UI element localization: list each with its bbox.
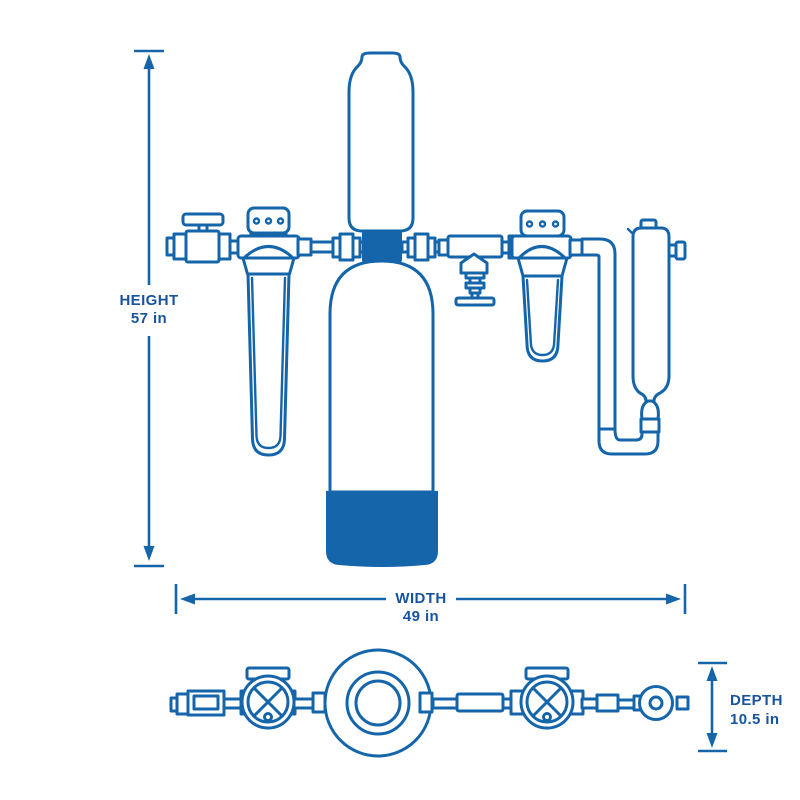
top-view-pipe (292, 697, 316, 710)
filter-collar (516, 256, 569, 278)
inlet-union-fitting (331, 232, 362, 262)
top-view-postfilter (509, 666, 585, 730)
outlet-union-fitting (406, 232, 437, 262)
filter-sump (521, 274, 564, 363)
top-view-prefilter (239, 666, 297, 730)
upper-tank (347, 51, 415, 233)
inlet-shutoff-valve (165, 212, 232, 264)
riser-reducer (640, 399, 660, 421)
filter-head-dome (243, 245, 294, 259)
filter-bracket (246, 206, 291, 235)
bracket-hole (525, 220, 534, 228)
down-pipe (580, 237, 617, 432)
height-label: HEIGHT (119, 292, 178, 309)
valve-body (184, 229, 221, 264)
top-view-tee (455, 692, 505, 713)
depth-label: DEPTH (730, 692, 783, 709)
bracket-hole (538, 220, 547, 228)
arrow-down-icon (706, 733, 718, 748)
pipe-loop (580, 237, 661, 456)
top-view-inlet-valve (169, 689, 246, 717)
valve-handle (181, 212, 225, 227)
arrow-down-icon (143, 546, 155, 561)
depth-dimension: DEPTH 10.5 in (698, 661, 783, 753)
width-value: 49 in (403, 608, 439, 625)
bracket-hole (276, 217, 285, 225)
uv-chamber (626, 218, 687, 403)
arrow-up-icon (706, 666, 718, 681)
chamber-body (631, 226, 671, 403)
sediment-prefilter (236, 206, 313, 457)
top-view-fitting (311, 691, 327, 714)
top-view-fitting (418, 691, 434, 714)
top-view-pipe (431, 697, 460, 710)
carbon-postfilter (510, 209, 584, 363)
top-view-uv-chamber (638, 685, 690, 721)
bracket-hole (264, 217, 273, 225)
tank-body (328, 259, 435, 494)
top-view (169, 648, 690, 758)
filter-collar (241, 256, 296, 276)
drain-valve-handle (454, 296, 496, 307)
main-tank (326, 259, 438, 567)
filter-head-dome (518, 245, 566, 259)
top-view-pipe (616, 698, 637, 710)
arrow-left-icon (180, 593, 195, 605)
top-view-main-tank (323, 648, 433, 758)
front-view (165, 51, 687, 567)
arrow-up-icon (143, 54, 155, 69)
bracket-hole (252, 217, 261, 225)
bracket-hole (551, 220, 560, 228)
width-label: WIDTH (395, 590, 446, 607)
tank-valve-block (362, 231, 402, 262)
tank-base (326, 491, 438, 567)
filter-sump (246, 272, 291, 457)
bypass-tee (437, 234, 520, 307)
arrow-right-icon (666, 593, 681, 605)
depth-value: 10.5 in (730, 711, 780, 728)
height-value: 57 in (131, 310, 167, 327)
top-view-fitting (595, 693, 620, 713)
chamber-side-cap (674, 240, 687, 261)
width-dimension: WIDTH 49 in (174, 584, 687, 625)
height-dimension: HEIGHT 57 in (119, 49, 178, 568)
riser-collar (639, 417, 661, 434)
